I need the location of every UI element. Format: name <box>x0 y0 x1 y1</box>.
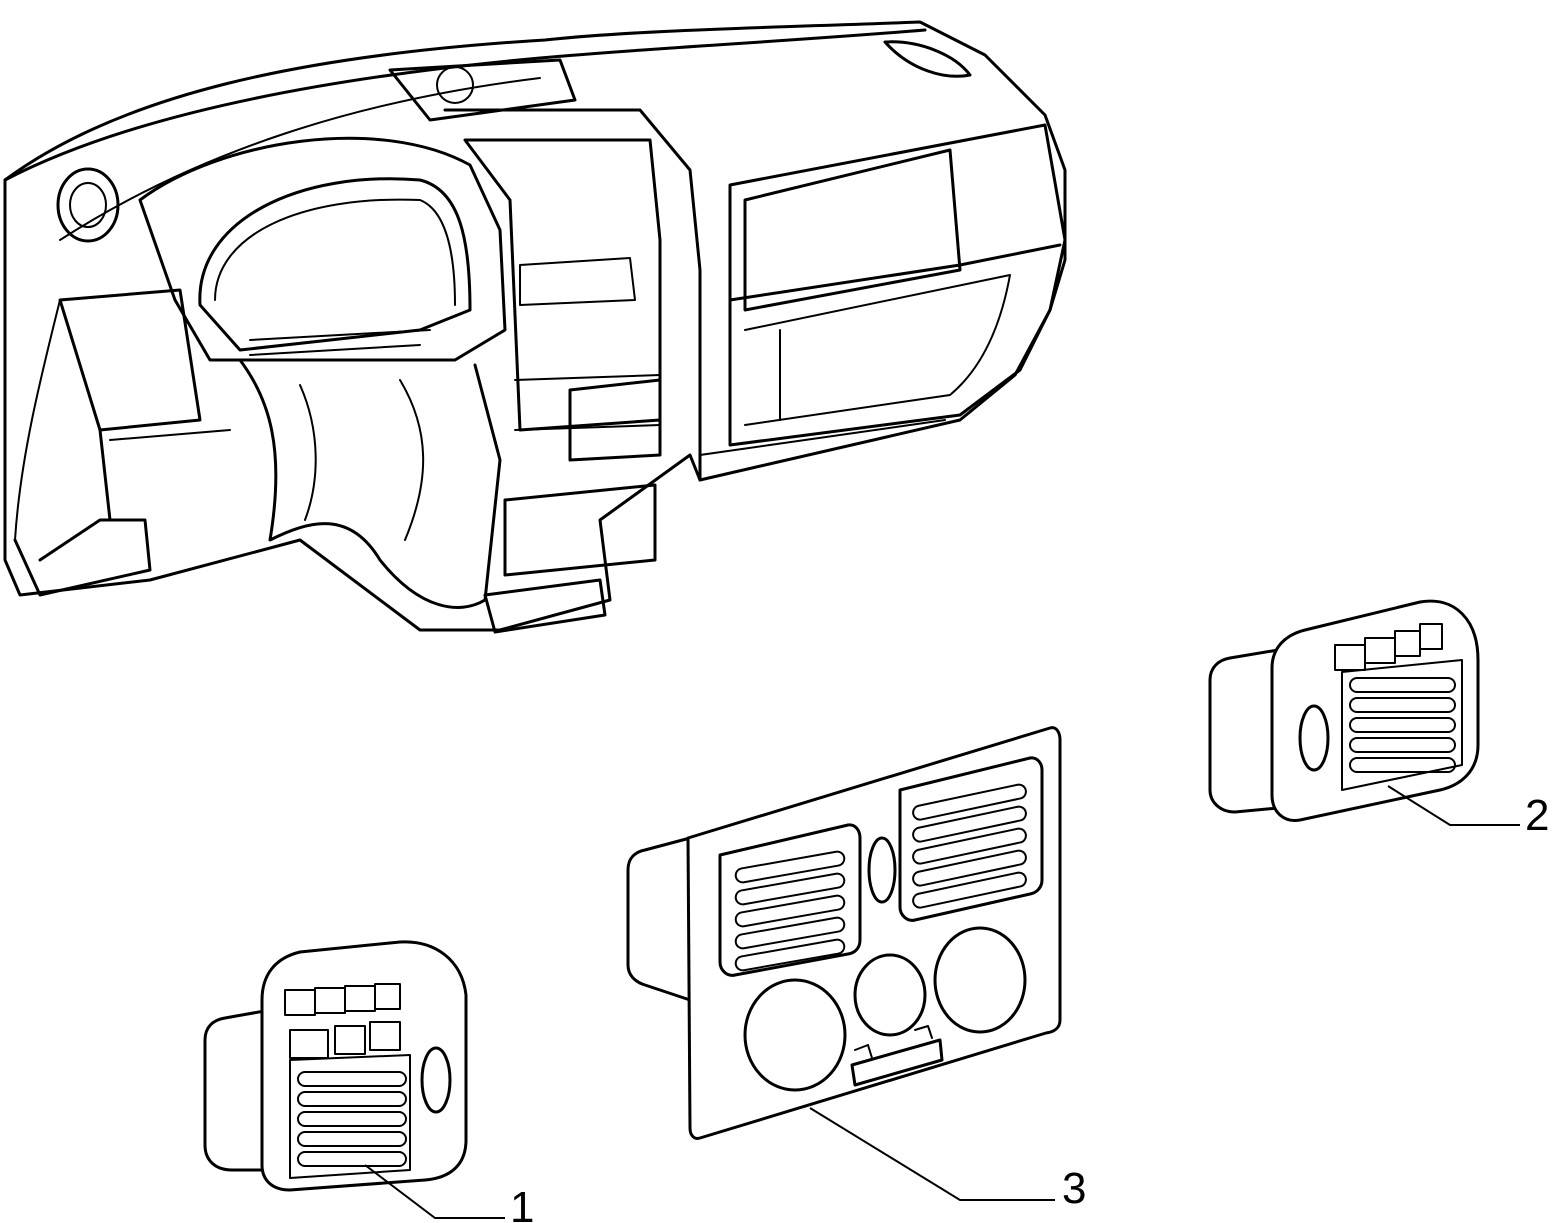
leader-line-1 <box>364 1164 505 1219</box>
right-side-air-vent-drawing <box>1208 599 1480 822</box>
center-vent-panel-drawing <box>626 726 1062 1140</box>
dashboard-assembly <box>3 20 1067 634</box>
callout-label-3: 3 <box>1062 1164 1086 1213</box>
left-side-air-vent-drawing <box>203 940 468 1192</box>
callout-leaders <box>364 785 1520 1219</box>
leader-line-2 <box>1387 785 1520 826</box>
callout-label-1: 1 <box>510 1183 534 1223</box>
leader-line-3 <box>809 1107 1055 1201</box>
callout-label-2: 2 <box>1525 791 1549 840</box>
